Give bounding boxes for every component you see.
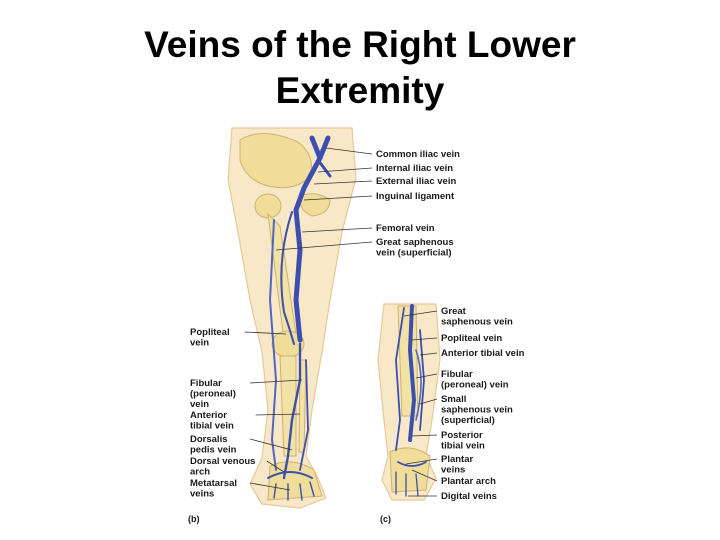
labels-c-right-item: Plantar arch xyxy=(441,476,496,487)
label-line: Common iliac vein xyxy=(376,149,460,160)
label-line: Anterior xyxy=(190,410,227,421)
labels-b-right-item: Common iliac vein xyxy=(376,149,460,160)
panel-b-tag: (b) xyxy=(188,514,200,524)
label-line: Fibular xyxy=(441,369,473,380)
label-line: External iliac vein xyxy=(376,176,456,187)
panel-c-tag: (c) xyxy=(380,514,391,524)
labels-b-right-item: External iliac vein xyxy=(376,176,456,187)
labels-c-right-item: Digital veins xyxy=(441,491,497,502)
label-line: arch xyxy=(190,467,210,478)
label-line: Internal iliac vein xyxy=(376,163,453,174)
label-line: Dorsalis xyxy=(190,434,228,445)
label-line: (peroneal) xyxy=(190,389,236,400)
label-line: veins xyxy=(190,489,214,500)
label-line: vein xyxy=(190,338,209,349)
label-line: Anterior tibial vein xyxy=(441,348,525,359)
labels-c-right-item: Popliteal vein xyxy=(441,333,502,344)
label-line: Posterior xyxy=(441,430,483,441)
leg-illustration-b xyxy=(228,128,356,508)
label-line: Plantar xyxy=(441,454,474,465)
label-line: Inguinal ligament xyxy=(376,191,455,202)
label-line: veins xyxy=(441,465,465,476)
label-line: Digital veins xyxy=(441,491,497,502)
label-line: (superficial) xyxy=(441,415,495,426)
label-line: Great saphenous xyxy=(376,237,454,248)
label-line: pedis vein xyxy=(190,445,237,456)
label-line: Femoral vein xyxy=(376,223,435,234)
labels-b-right-item: Internal iliac vein xyxy=(376,163,453,174)
labels-b-right-item: Inguinal ligament xyxy=(376,191,455,202)
label-line: Small xyxy=(441,394,466,405)
label-line: vein xyxy=(190,399,209,410)
label-line: Metatarsal xyxy=(190,478,237,489)
label-line: Popliteal vein xyxy=(441,333,502,344)
label-line: Plantar arch xyxy=(441,476,496,487)
label-line: Popliteal xyxy=(190,327,230,338)
label-line: saphenous vein xyxy=(441,405,513,416)
labels-c-right-item: Anterior tibial vein xyxy=(441,348,525,359)
label-line: tibial vein xyxy=(190,421,234,432)
labels-b-left-item: Fibular(peroneal)vein xyxy=(190,378,236,410)
label-line: tibial vein xyxy=(441,441,485,452)
labels-c-right-item: Fibular(peroneal) vein xyxy=(441,369,509,391)
label-line: Fibular xyxy=(190,378,222,389)
label-line: Dorsal venous xyxy=(190,456,255,467)
label-line: (peroneal) vein xyxy=(441,380,509,391)
label-line: Great xyxy=(441,306,467,317)
label-line: vein (superficial) xyxy=(376,248,452,259)
labels-b-right-item: Femoral vein xyxy=(376,223,435,234)
label-line: saphenous vein xyxy=(441,317,513,328)
